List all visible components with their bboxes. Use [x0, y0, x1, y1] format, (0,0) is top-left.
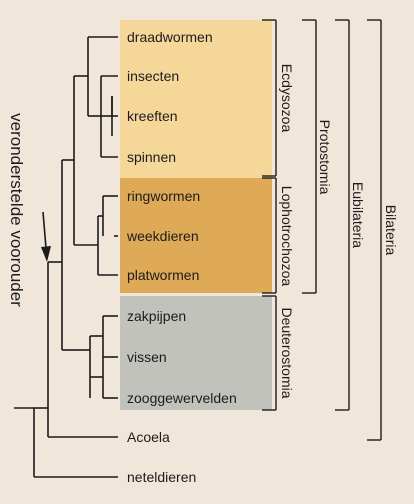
taxon-zooggewervelden: zooggewervelden — [127, 390, 237, 406]
tree-branches — [14, 36, 118, 478]
ecdysozoa-box — [120, 20, 272, 178]
clade-label-bilateria: Bilateria — [383, 205, 399, 256]
taxon-vissen: vissen — [127, 349, 167, 365]
taxon-zakpijpen: zakpijpen — [127, 308, 186, 324]
deuterostomia-box — [120, 296, 272, 410]
clade-label-lophotrochozoa: Lophotrochozoa — [279, 186, 295, 287]
clade-label-eubilateria: Eubilateria — [350, 182, 366, 248]
ancestor-arrow — [41, 211, 51, 262]
clade-label-protostomia: Protostomia — [317, 120, 333, 195]
taxon-platwormen: platwormen — [127, 267, 199, 283]
taxon-acoela: Acoela — [127, 429, 170, 445]
taxon-draadwormen: draadwormen — [127, 29, 213, 45]
taxon-spinnen: spinnen — [127, 149, 176, 165]
clade-brackets — [262, 19, 382, 441]
taxon-ringwormen: ringwormen — [127, 188, 200, 204]
clade-label-ecdysozoa: Ecdysozoa — [279, 64, 295, 133]
taxon-weekdieren: weekdieren — [126, 228, 199, 244]
taxon-kreeften: kreeften — [127, 108, 178, 124]
lophotrochozoa-box — [120, 178, 272, 293]
ancestor-label: veronderstelde voorouder — [7, 113, 26, 307]
taxon-neteldieren: neteldieren — [127, 469, 196, 485]
clade-label-deuterostomia: Deuterostomia — [279, 307, 295, 398]
taxon-insecten: insecten — [127, 68, 179, 84]
